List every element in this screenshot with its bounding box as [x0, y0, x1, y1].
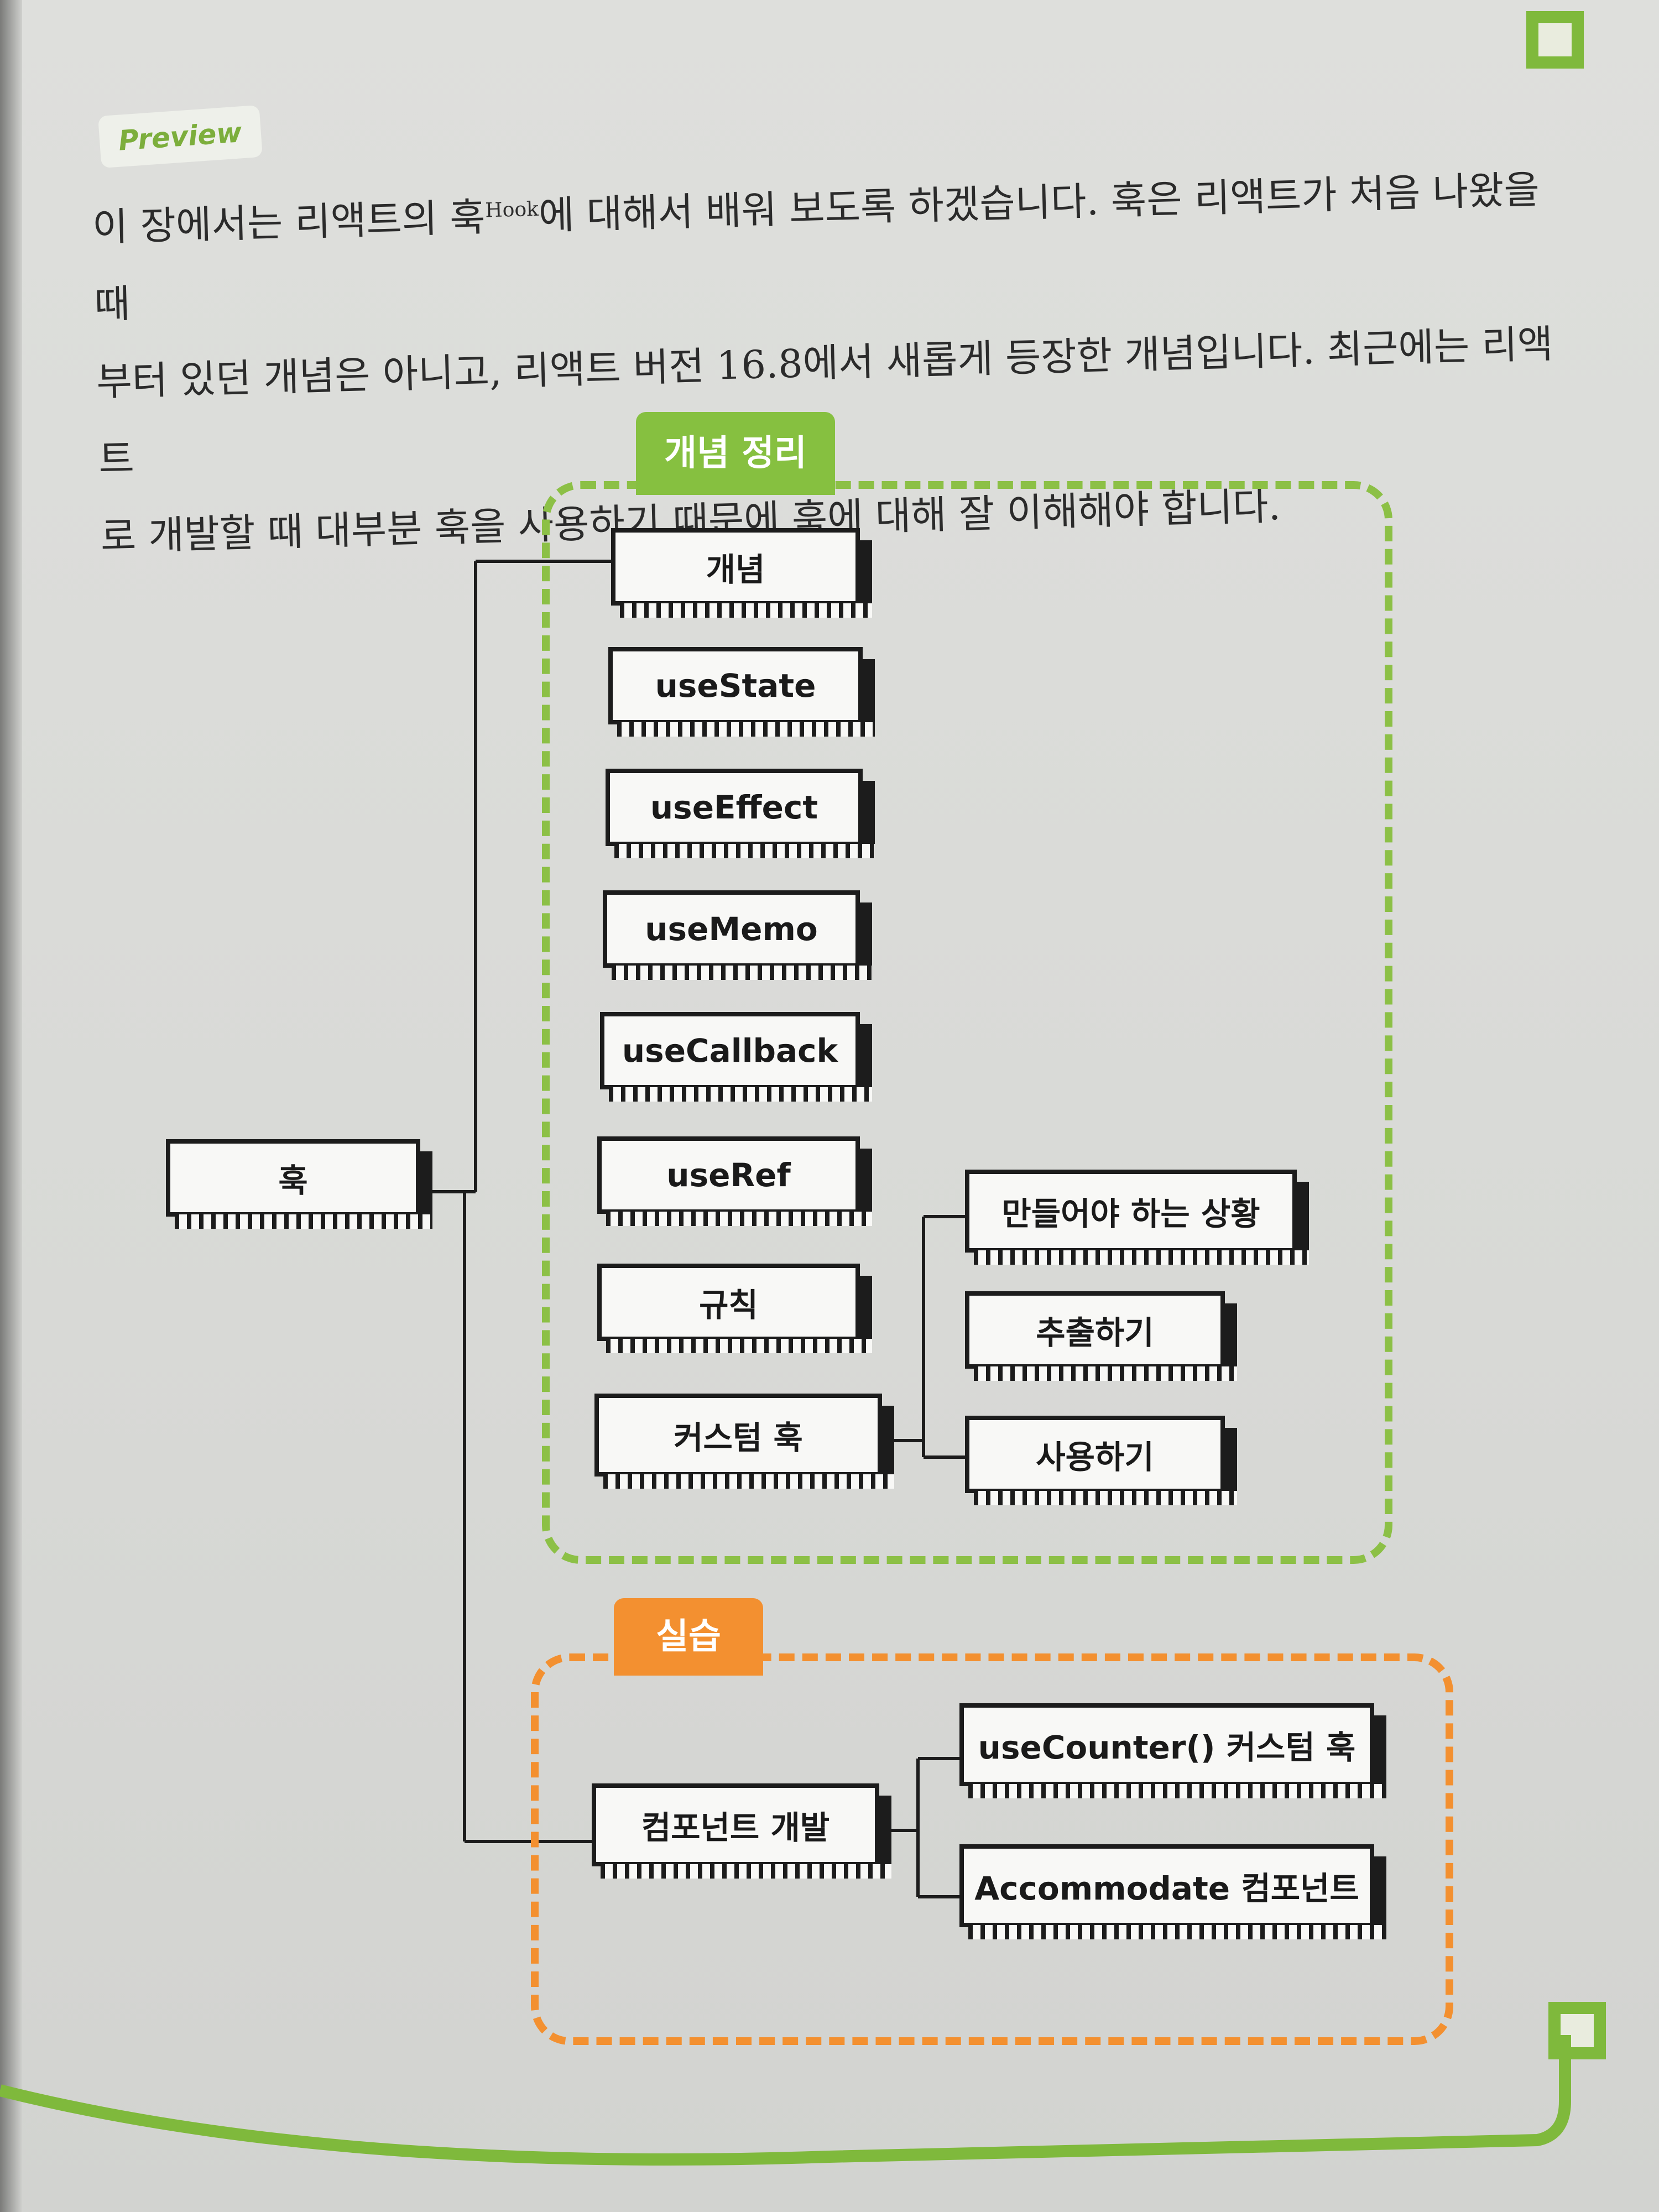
- top-right-square-deco: [1526, 11, 1584, 69]
- node-extract: 추출하기: [965, 1291, 1237, 1381]
- bottom-right-square-deco: [1548, 2002, 1606, 2059]
- node-use: 사용하기: [965, 1416, 1237, 1505]
- concept-section-tab: 개념 정리: [636, 412, 835, 495]
- node-usememo: useMemo: [603, 890, 872, 980]
- node-rules: 규칙: [597, 1264, 872, 1353]
- node-accommodate-component: Accommodate 컴포넌트: [959, 1844, 1386, 1939]
- node-when-to-make: 만들어야 하는 상황: [965, 1170, 1309, 1265]
- node-usecounter-custom-hook: useCounter() 커스텀 훅: [959, 1703, 1386, 1798]
- node-useeffect: useEffect: [606, 769, 875, 858]
- node-useref: useRef: [597, 1136, 872, 1226]
- node-usecallback: useCallback: [600, 1012, 872, 1102]
- node-concept: 개념: [611, 528, 872, 618]
- node-custom-hook: 커스텀 훅: [594, 1394, 894, 1489]
- root-node-hook: 훅: [166, 1139, 432, 1229]
- practice-section-tab: 실습: [614, 1598, 763, 1676]
- node-usestate: useState: [608, 647, 875, 737]
- node-component-dev: 컴포넌트 개발: [592, 1783, 891, 1879]
- page-gutter-shadow: [0, 0, 22, 2212]
